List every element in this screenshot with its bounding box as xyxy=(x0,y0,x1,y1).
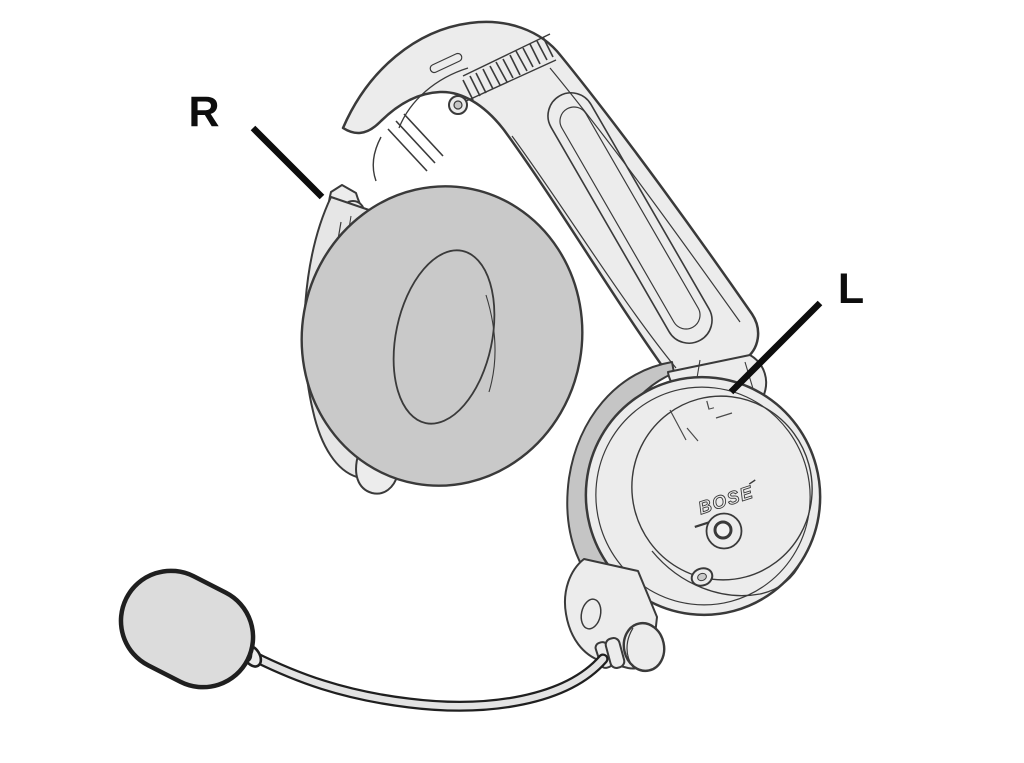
earcup-screw-center xyxy=(697,572,707,582)
left-earcup: L BOSE xyxy=(564,354,822,673)
bose-logo-trademark-tick xyxy=(748,479,756,485)
callouts: R L xyxy=(188,88,864,395)
rib-line xyxy=(522,47,534,68)
rib-line xyxy=(462,79,474,101)
headband-slot-inner xyxy=(559,106,701,330)
callout-line-left xyxy=(728,300,823,395)
label-right: R xyxy=(188,88,219,136)
headband-adjustment-ribs xyxy=(462,33,557,103)
spring-coil-line xyxy=(387,128,428,172)
spring-arm-line xyxy=(372,136,382,182)
headband xyxy=(341,20,760,376)
rib-line xyxy=(542,36,554,58)
callout-line-right xyxy=(250,125,325,200)
rib-line xyxy=(509,54,521,76)
left-earcup-face-panel xyxy=(631,395,813,581)
rib-line xyxy=(515,50,528,72)
microphone-boom xyxy=(247,650,609,712)
rib-line xyxy=(469,75,481,97)
left-earcup-bottom-seam xyxy=(651,550,802,597)
rib-line xyxy=(502,58,514,79)
headband-edge-line-inner xyxy=(511,135,677,369)
earcup-button-center xyxy=(713,520,733,540)
boom-swivel-collar xyxy=(604,637,626,669)
rib-line xyxy=(529,43,541,65)
earcup-molded-mark: L xyxy=(704,396,715,412)
boom-swivel-knob-shade xyxy=(626,627,634,668)
boom-swivel-knob xyxy=(622,621,666,673)
spring-coil-line xyxy=(395,120,436,164)
microphone-windscreen xyxy=(118,568,263,690)
headband-pivot-screw-center xyxy=(453,100,463,110)
spring-coil-line xyxy=(403,113,444,157)
rib-rail xyxy=(462,33,551,77)
left-earcup-rim-line xyxy=(595,386,811,606)
right-hinge-spring xyxy=(372,113,444,182)
earcup-mold-dash xyxy=(669,409,687,441)
rib-line xyxy=(475,72,487,94)
rib-line xyxy=(489,65,501,86)
headband-vent-slit xyxy=(429,52,463,74)
rib-line xyxy=(482,68,494,90)
headband-strap xyxy=(341,20,760,376)
boom-hinge-cutout xyxy=(580,598,602,630)
rib-line xyxy=(495,61,508,83)
headband-slot xyxy=(547,92,713,344)
headband-edge-line-outer xyxy=(549,67,741,323)
right-earcup-cushion-seam xyxy=(485,294,496,393)
earcup-mold-dash xyxy=(686,427,699,442)
headband-slot-outer xyxy=(547,92,713,344)
label-left: L xyxy=(838,265,864,313)
right-earcup xyxy=(300,185,584,495)
right-earcup-cushion-opening xyxy=(392,249,496,425)
rib-line xyxy=(536,40,548,61)
headband-panel-line xyxy=(398,67,469,129)
mic-windscreen-body xyxy=(118,568,256,690)
boom-tube-fill xyxy=(249,652,607,710)
left-earcup-shell xyxy=(584,375,822,617)
earcup-mold-dash xyxy=(715,412,733,419)
